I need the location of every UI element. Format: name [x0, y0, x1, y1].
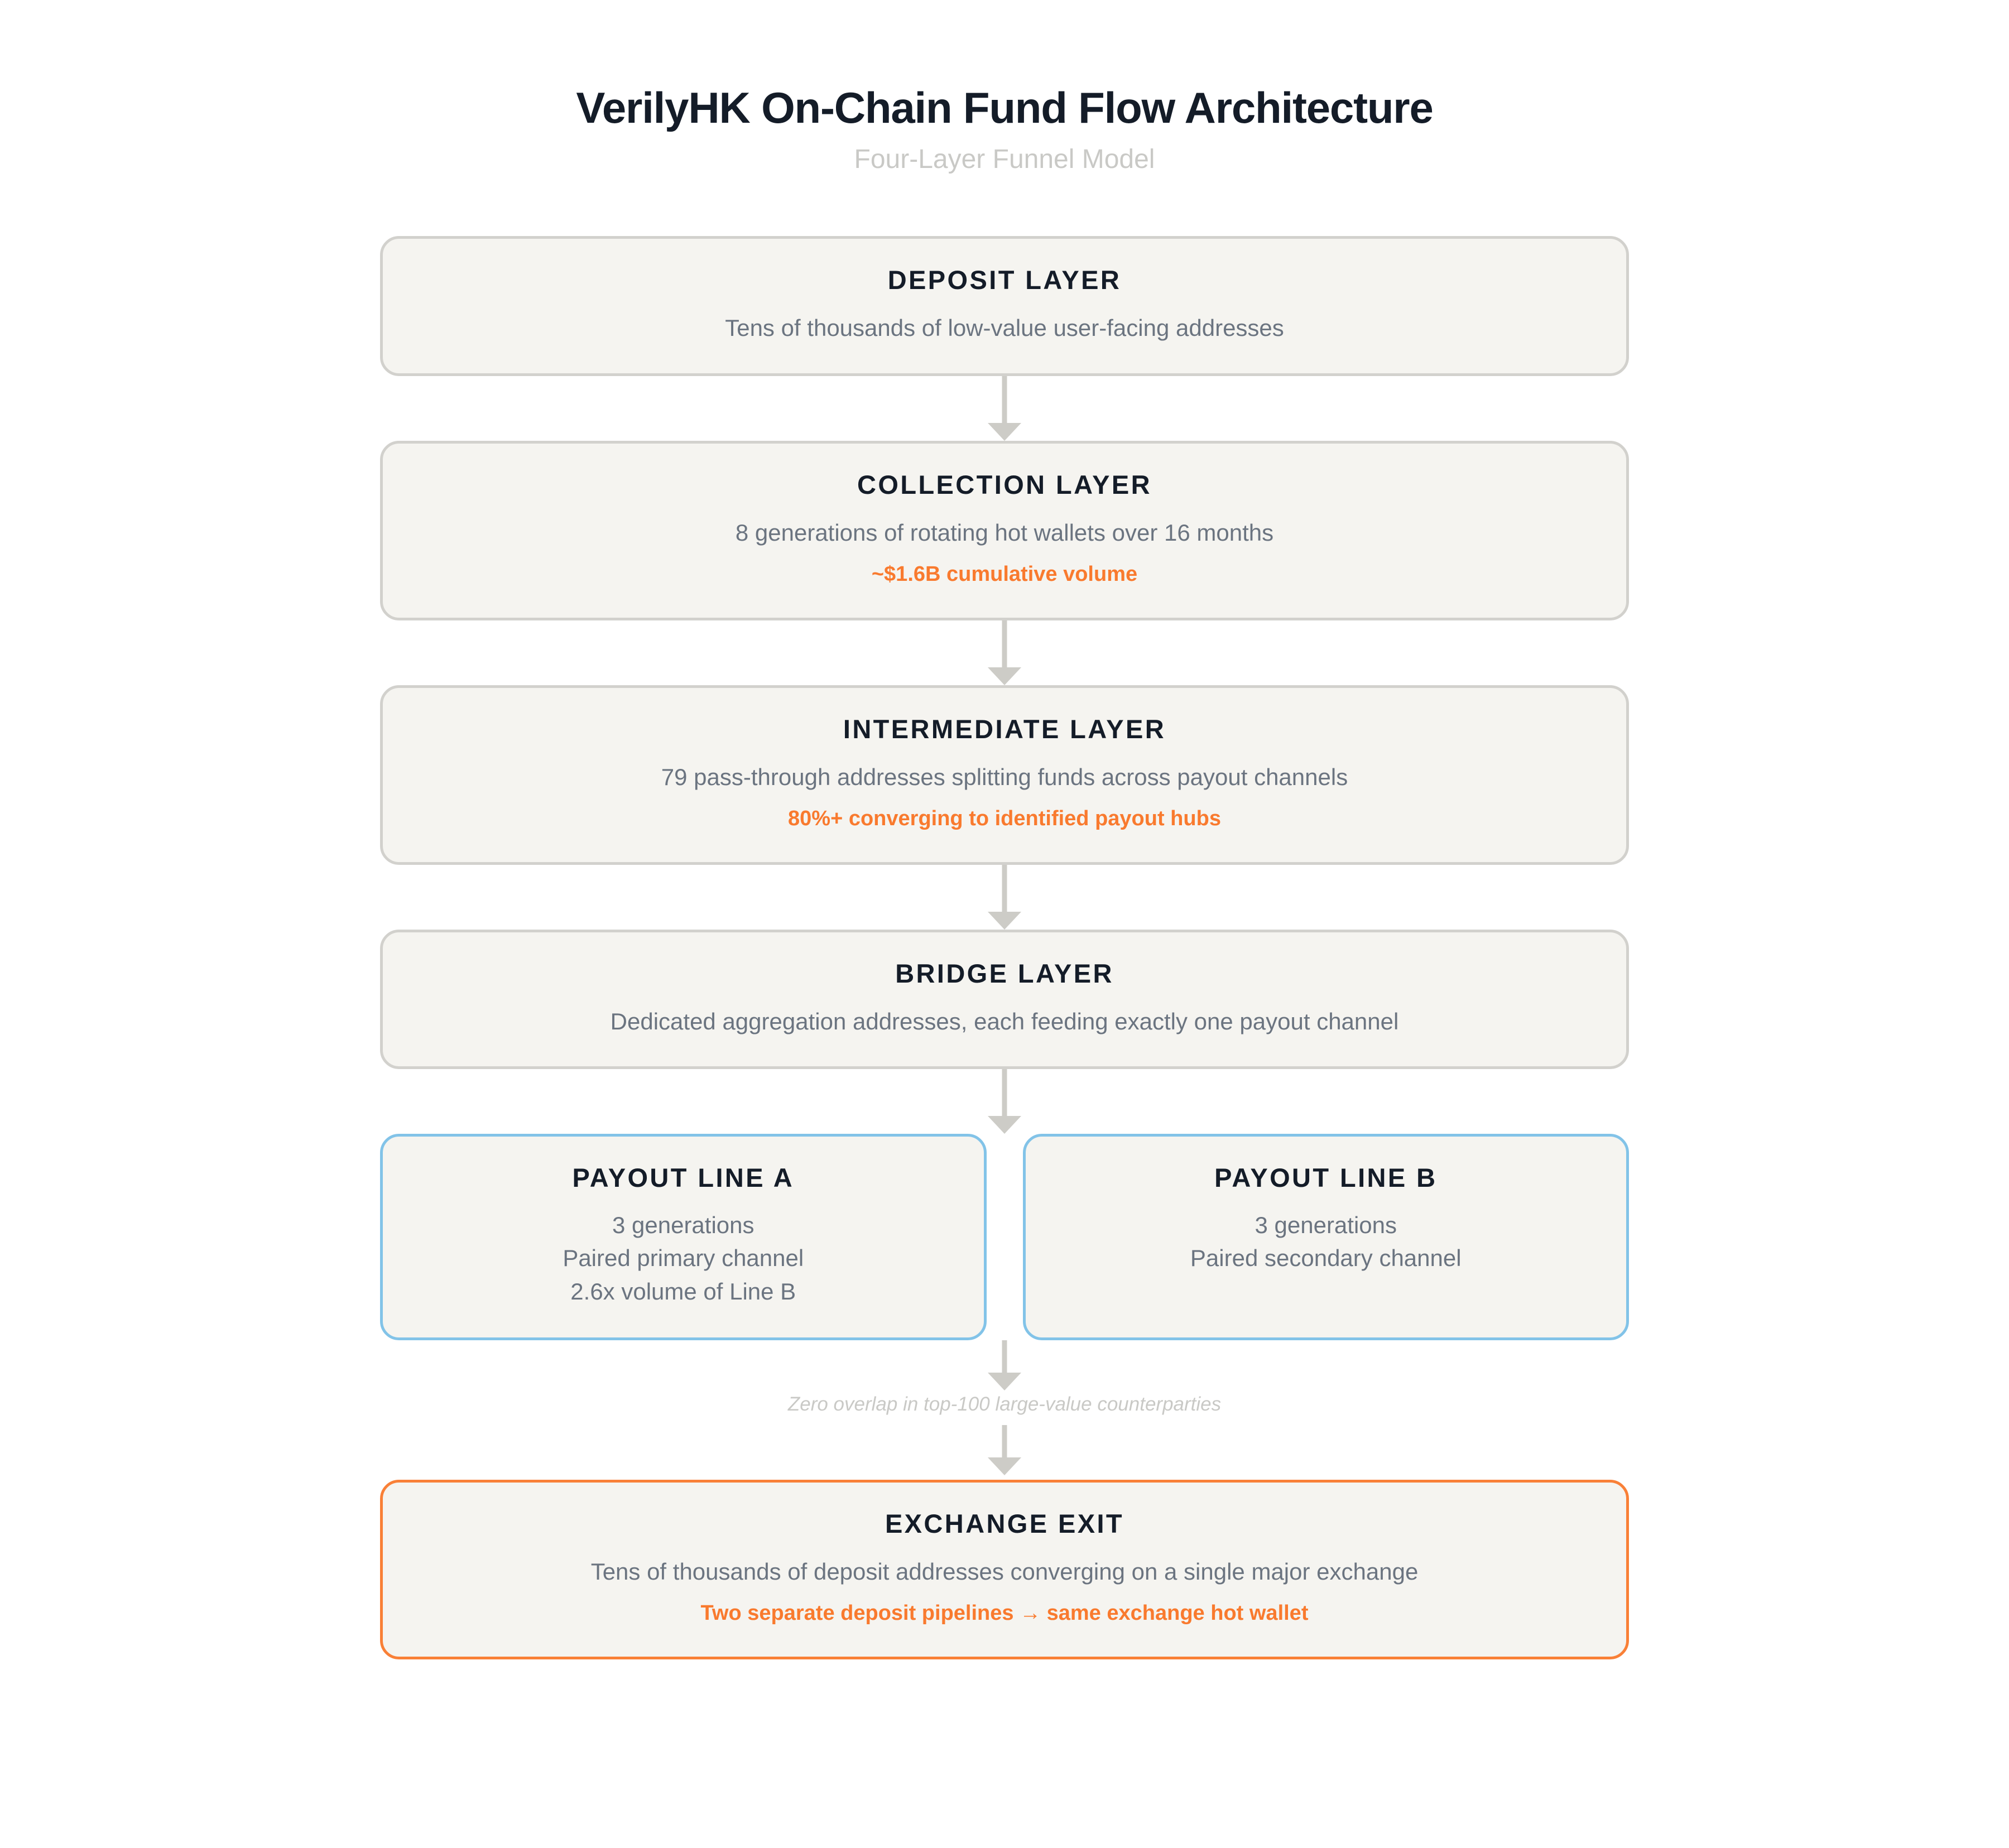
connector-deposit-to-collection [380, 376, 1629, 441]
node-deposit-layer-description: Tens of thousands of low-value user-faci… [725, 315, 1284, 341]
node-deposit-layer[interactable]: DEPOSIT LAYER Tens of thousands of low-v… [380, 235, 1629, 376]
payout-lines-row: PAYOUT LINE A 3 generations Paired prima… [380, 1134, 1629, 1340]
connector-intermediate-to-bridge [380, 864, 1629, 930]
node-payout-line-a-title: PAYOUT LINE A [572, 1163, 795, 1193]
node-payout-line-b-details: 3 generations Paired secondary channel [1190, 1211, 1462, 1272]
arrow-head-icon [988, 1457, 1021, 1475]
connector-stem-upper [1002, 1340, 1007, 1375]
node-payout-line-b-title: PAYOUT LINE B [1214, 1163, 1438, 1193]
page-title: VerilyHK On-Chain Fund Flow Architecture [576, 83, 1433, 132]
arrow-head-icon [988, 1116, 1021, 1134]
arrow-head-icon [988, 422, 1021, 441]
connector-collection-to-intermediate [380, 620, 1629, 685]
node-intermediate-layer-description: 79 pass-through addresses splitting fund… [661, 764, 1348, 791]
connector-bridge-to-payout-lines [380, 1069, 1629, 1134]
node-collection-layer-title: COLLECTION LAYER [857, 469, 1152, 499]
funnel-flow: DEPOSIT LAYER Tens of thousands of low-v… [380, 235, 1629, 1659]
node-bridge-layer-description: Dedicated aggregation addresses, each fe… [610, 1008, 1399, 1035]
node-bridge-layer-title: BRIDGE LAYER [895, 958, 1114, 988]
node-intermediate-layer[interactable]: INTERMEDIATE LAYER 79 pass-through addre… [380, 685, 1629, 865]
node-intermediate-layer-metric: 80%+ converging to identified payout hub… [788, 807, 1221, 831]
annotation-zero-overlap: Zero overlap in top-100 large-value coun… [787, 1393, 1222, 1415]
node-payout-line-a-details: 3 generations Paired primary channel 2.6… [563, 1211, 804, 1305]
arrow-head-icon [988, 1372, 1021, 1390]
node-exchange-exit-description: Tens of thousands of deposit addresses c… [590, 1558, 1419, 1585]
node-exchange-exit-metric: Two separate deposit pipelines → same ex… [700, 1601, 1309, 1625]
connector-stem [1002, 620, 1007, 670]
node-collection-layer[interactable]: COLLECTION LAYER 8 generations of rotati… [380, 440, 1629, 620]
node-bridge-layer[interactable]: BRIDGE LAYER Dedicated aggregation addre… [380, 929, 1629, 1070]
arrow-head-icon [988, 911, 1021, 930]
connector-stem [1002, 864, 1007, 914]
node-payout-line-b[interactable]: PAYOUT LINE B 3 generations Paired secon… [1022, 1134, 1629, 1340]
connector-stem-lower [1002, 1424, 1007, 1460]
node-payout-line-a[interactable]: PAYOUT LINE A 3 generations Paired prima… [380, 1134, 987, 1340]
node-intermediate-layer-title: INTERMEDIATE LAYER [843, 714, 1166, 744]
connector-payout-to-exchange: Zero overlap in top-100 large-value coun… [380, 1340, 1629, 1480]
diagram-header: VerilyHK On-Chain Fund Flow Architecture… [0, 83, 2009, 176]
connector-stem [1002, 1069, 1007, 1119]
node-collection-layer-metric: ~$1.6B cumulative volume [871, 562, 1138, 586]
node-exchange-exit[interactable]: EXCHANGE EXIT Tens of thousands of depos… [380, 1479, 1629, 1659]
node-deposit-layer-title: DEPOSIT LAYER [887, 264, 1122, 295]
page-subtitle: Four-Layer Funnel Model [854, 145, 1155, 175]
node-exchange-exit-title: EXCHANGE EXIT [885, 1508, 1124, 1538]
arrow-head-icon [988, 667, 1021, 685]
connector-stem [1002, 376, 1007, 425]
node-collection-layer-description: 8 generations of rotating hot wallets ov… [735, 519, 1274, 546]
